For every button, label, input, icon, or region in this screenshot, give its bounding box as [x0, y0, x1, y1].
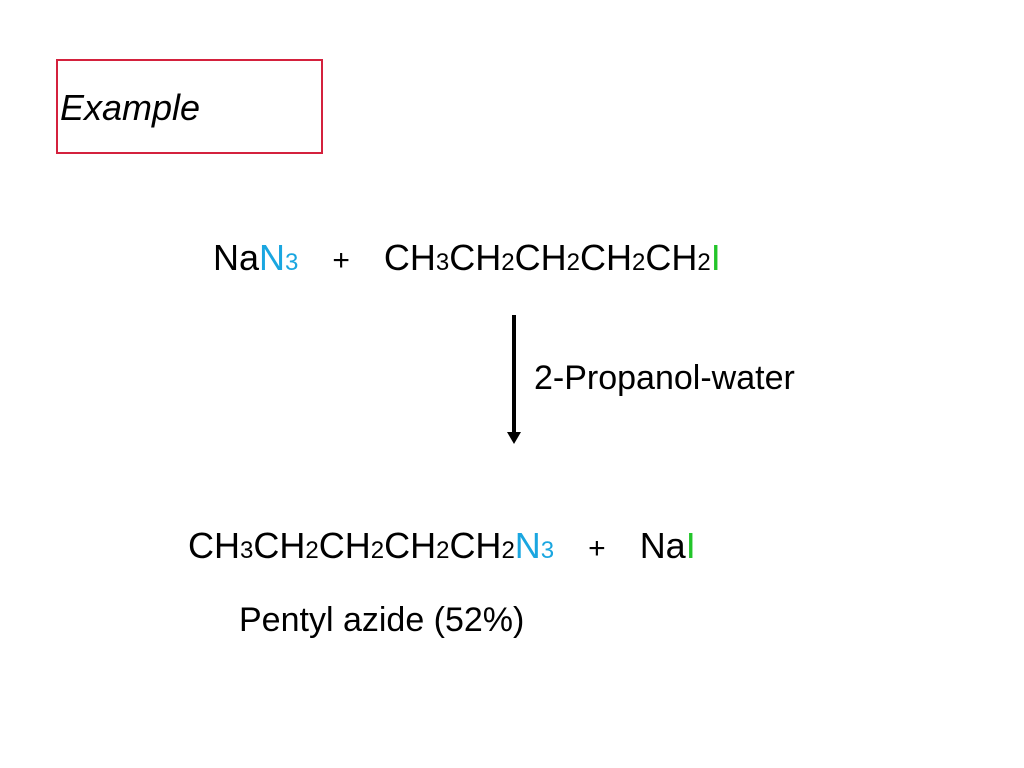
- sodium-symbol: Na: [639, 525, 686, 566]
- group-5: CH: [645, 237, 698, 278]
- group-1: CH: [383, 237, 436, 278]
- azide-nitrogen: N: [514, 525, 541, 566]
- group-3: CH: [514, 237, 567, 278]
- slide-title: Example: [60, 87, 201, 128]
- sodium-symbol: Na: [213, 237, 260, 278]
- group-5: CH: [449, 525, 502, 566]
- group-3: CH: [318, 525, 371, 566]
- azide-nitrogen: N: [259, 237, 286, 278]
- group-4: CH: [384, 525, 437, 566]
- product-name-label: Pentyl azide (52%): [239, 601, 525, 639]
- reaction-conditions: 2-Propanol-water: [534, 359, 795, 397]
- group-4: CH: [580, 237, 632, 278]
- plus-sign: +: [332, 244, 350, 277]
- group-1: CH: [188, 525, 240, 566]
- plus-sign: +: [588, 532, 606, 565]
- iodide-symbol: I: [685, 525, 696, 566]
- arrow-head-icon: [507, 432, 521, 444]
- group-2: CH: [253, 525, 306, 566]
- iodine-leaving-group: I: [710, 237, 721, 278]
- title-box: [56, 59, 323, 154]
- group-2: CH: [449, 237, 502, 278]
- reaction-arrow: [512, 315, 516, 433]
